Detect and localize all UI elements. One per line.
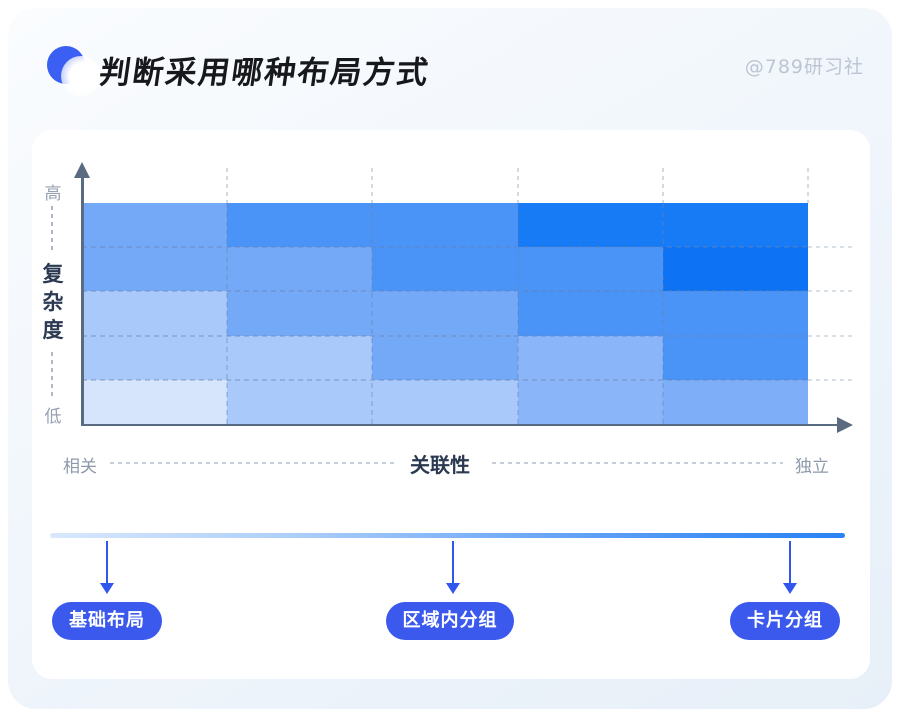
grid-extension-line	[226, 168, 228, 203]
x-axis-title: 关联性	[410, 453, 470, 477]
heatmap-cell	[82, 291, 229, 337]
heatmap-cell	[372, 335, 520, 381]
grid-line	[82, 246, 808, 248]
x-min-label: 相关	[63, 457, 97, 477]
heatmap-cell	[517, 247, 665, 292]
grid-line	[517, 203, 519, 424]
x-dash-line	[492, 462, 783, 464]
heatmap-cell	[82, 335, 229, 381]
heatmap-cell	[372, 203, 520, 248]
chart-card: 高 复杂度 低 相关 关联性 独立 基础布局 区域内分组 卡片分组	[32, 130, 870, 679]
grid-extension-line	[662, 168, 664, 203]
author-handle: @789研习社	[744, 56, 864, 78]
layout-gradient-bar	[50, 533, 845, 538]
heatmap-cell	[517, 291, 665, 337]
y-min-label: 低	[44, 407, 62, 427]
grid-extension-line	[808, 335, 854, 337]
grid-extension-line	[371, 168, 373, 203]
y-axis	[81, 176, 84, 425]
y-axis-title: 复杂度	[42, 262, 64, 342]
logo-moon-icon	[47, 46, 107, 96]
grid-extension-line	[807, 168, 809, 203]
heatmap-cell	[372, 379, 520, 424]
grid-extension-line	[808, 246, 854, 248]
heatmap-cell	[227, 247, 374, 292]
heatmap-cell	[227, 291, 374, 337]
grid-line	[226, 203, 228, 424]
heatmap-cell	[662, 291, 808, 337]
heatmap-cell	[227, 335, 374, 381]
heatmap-cell	[517, 335, 665, 381]
grid-line	[82, 290, 808, 292]
heatmap-cell	[662, 247, 808, 292]
y-dash-line	[51, 352, 53, 396]
grid-line	[82, 379, 808, 381]
logo-white-circle	[61, 56, 101, 96]
x-axis-arrow-icon	[837, 417, 853, 433]
card-group-button[interactable]: 卡片分组	[730, 602, 840, 640]
grid-line	[82, 335, 808, 337]
heatmap-cell	[227, 379, 374, 424]
heatmap-cell	[82, 247, 229, 292]
grouped-in-area-button[interactable]: 区域内分组	[386, 602, 514, 640]
x-axis	[81, 423, 838, 426]
heatmap-cell	[662, 379, 808, 424]
basic-layout-button[interactable]: 基础布局	[52, 602, 162, 640]
heatmap-grid	[82, 203, 808, 424]
heatmap-cell	[82, 203, 229, 248]
page-title: 判断采用哪种布局方式	[96, 55, 433, 91]
grid-extension-line	[808, 290, 854, 292]
heatmap-cell	[227, 203, 374, 248]
grid-extension-line	[517, 168, 519, 203]
heatmap-cell	[372, 247, 520, 292]
y-dash-line	[51, 206, 53, 250]
grid-line	[662, 203, 664, 424]
heatmap-cell	[662, 203, 808, 248]
heatmap-cell	[372, 291, 520, 337]
x-max-label: 独立	[795, 457, 829, 477]
y-axis-arrow-icon	[74, 162, 90, 178]
heatmap-cell	[517, 203, 665, 248]
heatmap-cell	[82, 379, 229, 424]
grid-line	[371, 203, 373, 424]
y-max-label: 高	[44, 184, 62, 204]
heatmap-cell	[662, 335, 808, 381]
x-dash-line	[110, 462, 398, 464]
grid-extension-line	[808, 379, 854, 381]
heatmap-cell	[517, 379, 665, 424]
